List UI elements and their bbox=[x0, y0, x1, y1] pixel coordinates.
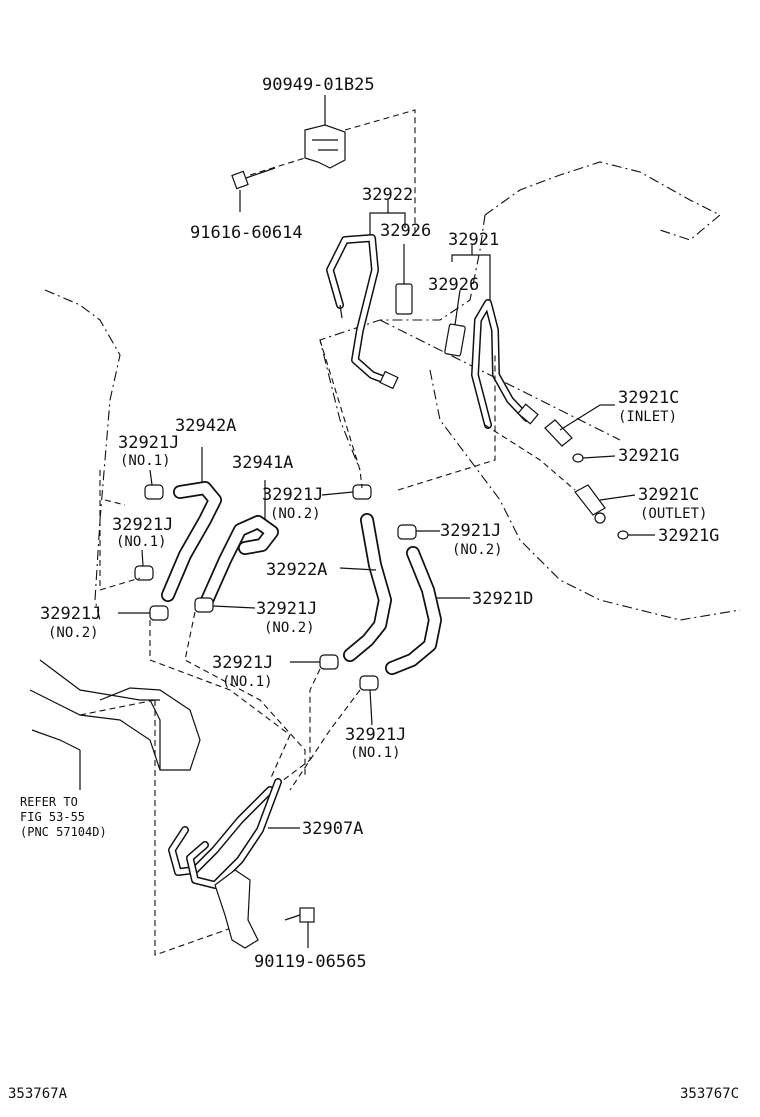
clamp-j5 bbox=[118, 605, 169, 621]
bolt-ref-line bbox=[249, 157, 306, 176]
label-32921C-inlet: 32921C bbox=[618, 388, 679, 408]
washer-32921G-b bbox=[617, 530, 655, 540]
clamp-j3 bbox=[321, 484, 372, 500]
label-32922A: 32922A bbox=[266, 560, 327, 580]
label-32922: 32922 bbox=[362, 185, 413, 205]
bolt-90119-06565 bbox=[284, 907, 315, 948]
hose-32941A bbox=[198, 480, 279, 612]
label-clamp-j3: 32921J bbox=[262, 485, 323, 505]
part-labels: 90949-01B25 91616-60614 32922 32926 3292… bbox=[8, 75, 739, 1102]
label-clamp-j7-sub: (NO.1) bbox=[222, 674, 273, 690]
label-32926-a: 32926 bbox=[380, 221, 431, 241]
label-32921C-outlet: 32921C bbox=[638, 485, 699, 505]
label-32942A: 32942A bbox=[175, 416, 236, 436]
bolt-91616-60614 bbox=[231, 167, 276, 212]
label-32921G-b: 32921G bbox=[658, 526, 719, 546]
pipe-32922 bbox=[326, 234, 399, 390]
label-clamp-j5-sub: (NO.2) bbox=[48, 625, 99, 641]
label-clamp-j8-sub: (NO.1) bbox=[350, 745, 401, 761]
refer-line-3: (PNC 57104D) bbox=[20, 825, 107, 839]
label-clamp-j6: 32921J bbox=[256, 599, 317, 619]
label-outlet: (OUTLET) bbox=[640, 506, 707, 522]
label-32926-b: 32926 bbox=[428, 275, 479, 295]
pipe-32921 bbox=[471, 299, 539, 429]
label-clamp-j6-sub: (NO.2) bbox=[264, 620, 315, 636]
clamp-j7 bbox=[290, 654, 339, 670]
clamp-j8 bbox=[359, 675, 379, 726]
label-32921D: 32921D bbox=[472, 589, 533, 609]
connector-32926-b bbox=[444, 289, 466, 357]
label-clamp-j2: 32921J bbox=[112, 515, 173, 535]
label-clamp-j1-sub: (NO.1) bbox=[120, 453, 171, 469]
bracket-ref-line bbox=[344, 109, 416, 235]
connector-32926-a bbox=[395, 244, 413, 315]
label-32921G-a: 32921G bbox=[618, 446, 679, 466]
clamp-j4 bbox=[397, 524, 440, 540]
label-32941A: 32941A bbox=[232, 453, 293, 473]
clamp-j6 bbox=[194, 597, 256, 613]
label-clamp-j8: 32921J bbox=[345, 725, 406, 745]
dashed-leader-lines bbox=[79, 339, 496, 956]
label-32921: 32921 bbox=[448, 230, 499, 250]
hose-32921D bbox=[385, 546, 470, 675]
label-clamp-j2-sub: (NO.1) bbox=[116, 534, 167, 550]
bracket-90949-01B25 bbox=[304, 95, 346, 169]
label-32907A: 32907A bbox=[302, 819, 363, 839]
label-clamp-j3-sub: (NO.2) bbox=[270, 506, 321, 522]
hose-32942A bbox=[161, 447, 222, 602]
refer-line-1: REFER TO bbox=[20, 795, 78, 809]
label-90119-06565: 90119-06565 bbox=[254, 952, 367, 972]
diagram-code-left: 353767A bbox=[8, 1086, 68, 1102]
label-clamp-j1: 32921J bbox=[118, 433, 179, 453]
refer-line-2: FIG 53-55 bbox=[20, 810, 85, 824]
fitting-32921C-outlet bbox=[574, 484, 636, 524]
pipe-assembly-32907A bbox=[168, 778, 300, 949]
label-91616-60614: 91616-60614 bbox=[190, 223, 303, 243]
washer-32921G-a bbox=[572, 453, 616, 463]
label-clamp-j7: 32921J bbox=[212, 653, 273, 673]
label-90949-01B25: 90949-01B25 bbox=[262, 75, 375, 95]
label-clamp-j4: 32921J bbox=[440, 521, 501, 541]
label-clamp-j5: 32921J bbox=[40, 604, 101, 624]
bracket-line-32922 bbox=[369, 200, 406, 235]
diagram-code-right: 353767C bbox=[680, 1086, 739, 1102]
hose-32922A bbox=[339, 513, 392, 662]
label-inlet: (INLET) bbox=[618, 409, 677, 425]
clamp-j2 bbox=[134, 549, 154, 581]
outlet-ref-line bbox=[484, 424, 576, 491]
bracket-line-32921 bbox=[451, 245, 491, 300]
label-clamp-j4-sub: (NO.2) bbox=[452, 542, 503, 558]
engine-outline bbox=[29, 289, 201, 790]
clamp-j1 bbox=[144, 469, 164, 500]
fitting-32921C-inlet bbox=[544, 404, 615, 447]
